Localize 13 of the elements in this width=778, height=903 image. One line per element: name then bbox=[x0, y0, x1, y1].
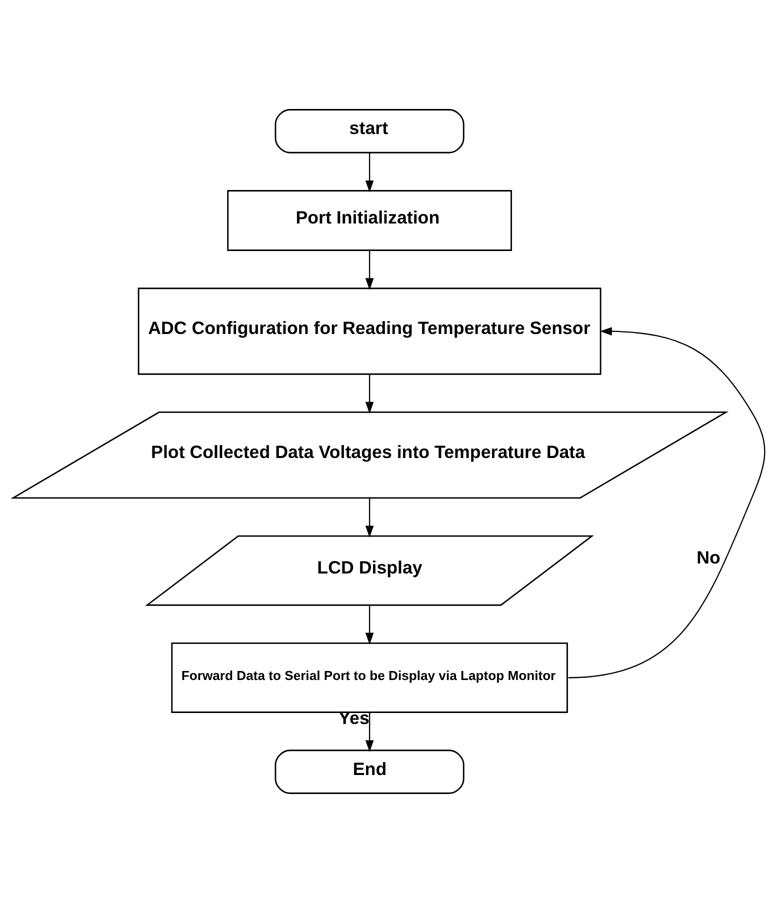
arrow bbox=[365, 152, 374, 192]
arrow bbox=[365, 606, 374, 645]
arrow bbox=[568, 327, 766, 678]
arrow bbox=[365, 374, 374, 414]
node-box: End bbox=[274, 750, 464, 794]
arrow bbox=[365, 712, 374, 752]
node-box: ADC Configuration for Reading Temperature Sensor bbox=[138, 288, 602, 375]
node-box: Port Initialization bbox=[227, 190, 512, 251]
arrow bbox=[365, 250, 374, 290]
edge-label: No bbox=[696, 547, 720, 568]
arrow bbox=[365, 498, 374, 538]
node-box: start bbox=[274, 109, 464, 154]
node-box: Forward Data to Serial Port to be Display via Laptop Monitor bbox=[171, 642, 568, 713]
